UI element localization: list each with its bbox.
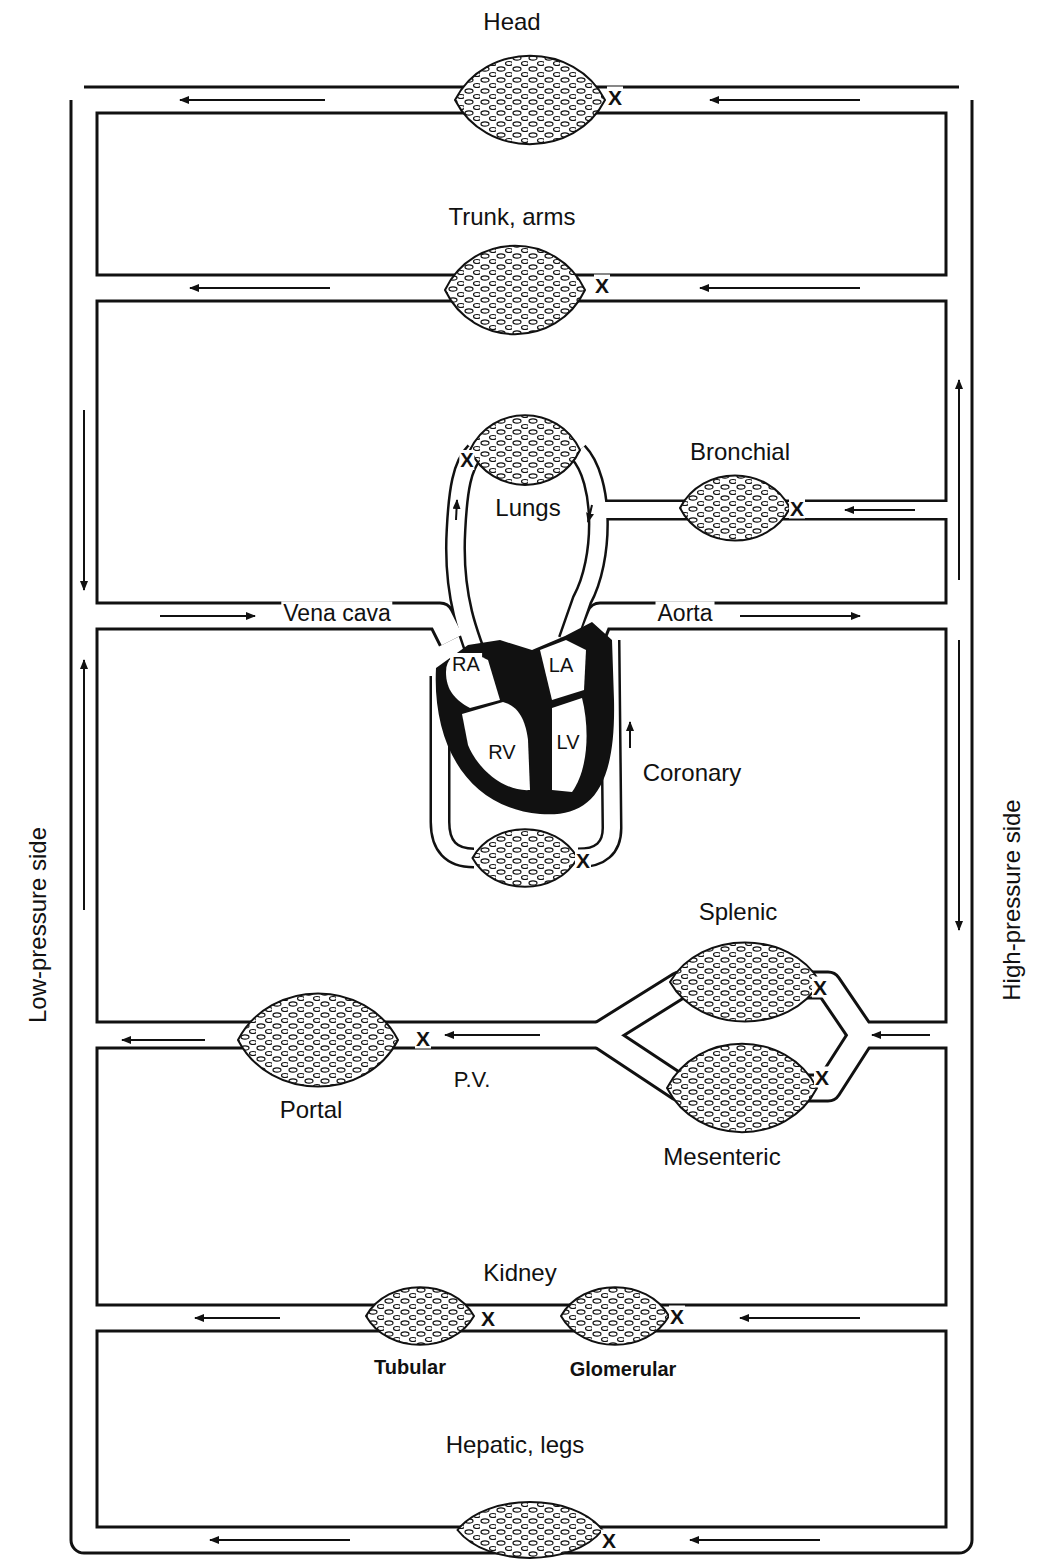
capillary-cells [238, 994, 398, 1087]
capillary-bed-outline [470, 415, 580, 485]
capillary-cells [458, 1502, 603, 1558]
flow-arrow [84, 100, 959, 1540]
capillary-cells [670, 942, 820, 1021]
side-label: High-pressure side [999, 797, 1025, 1002]
capillary-cells [366, 1287, 474, 1345]
vessel-lumen [568, 452, 598, 640]
vessel-lumen [84, 100, 959, 1540]
flow-arrow [122, 1039, 205, 1041]
capillary-bed-outline [455, 56, 605, 144]
resistance-mark: X [607, 87, 623, 108]
flow-arrow [690, 1539, 820, 1541]
flow-arrow [83, 660, 85, 910]
resistance-mark: X [594, 275, 610, 296]
chamber-label: RA [450, 653, 482, 675]
resistance-mark: X [459, 450, 474, 470]
vessel-lumen [592, 616, 959, 636]
flow-arrow [958, 380, 960, 580]
capillary-bed-outline [238, 994, 398, 1087]
capillary-cells [561, 1287, 669, 1345]
vessel-wall [592, 616, 959, 636]
capillary-bed-outline [561, 1287, 669, 1345]
chamber-label: LV [555, 731, 582, 753]
capillary-bed-outline [667, 1044, 817, 1132]
chamber-label: RV [486, 741, 517, 763]
organ-label: Tubular [372, 1356, 448, 1378]
organ-label: Glomerular [568, 1358, 679, 1380]
flow-arrow [740, 615, 860, 617]
flow-arrow [845, 509, 915, 511]
heart-symbol [436, 622, 614, 814]
capillary-bed-outline [680, 475, 790, 540]
flow-arrow [160, 615, 255, 617]
vessel-label: Aorta [656, 601, 715, 626]
capillary-cells [667, 1044, 817, 1132]
vessel-wall [84, 100, 959, 1540]
flow-arrow [180, 99, 325, 101]
vessel-wall [84, 616, 452, 640]
flow-arrow [872, 1034, 930, 1036]
organ-label: Hepatic, legs [444, 1432, 587, 1458]
vessel-label: Vena cava [281, 601, 392, 626]
resistance-mark: X [789, 498, 805, 519]
flow-arrow [588, 505, 592, 522]
resistance-mark: X [812, 977, 828, 998]
capillary-bed-outline [473, 829, 578, 887]
capillary-bed [238, 56, 820, 1558]
organ-label: Portal [278, 1097, 345, 1123]
vessel-label: P.V. [452, 1068, 493, 1092]
organ-label: Lungs [493, 495, 562, 521]
flow-arrow [456, 500, 457, 520]
resistance-mark: X [601, 1530, 617, 1551]
vessel-outline [84, 100, 959, 1540]
resistance-mark: X [669, 1306, 685, 1327]
capillary-cells [455, 56, 605, 144]
organ-label: Mesenteric [661, 1144, 782, 1170]
flow-arrow [210, 1539, 350, 1541]
capillary-cells [445, 246, 585, 334]
capillary-bed-outline [458, 1502, 603, 1558]
flow-arrow [740, 1317, 860, 1319]
chamber-label: LA [547, 654, 575, 676]
capillary-bed-outline [670, 942, 820, 1021]
flow-arrow [445, 1034, 540, 1036]
organ-label: Trunk, arms [446, 204, 577, 230]
vessel-wall [84, 1304, 959, 1333]
vessel-lumen [84, 100, 959, 1540]
vessel-lumen [84, 616, 452, 640]
capillary-bed-outline [445, 246, 585, 334]
organ-label: Kidney [481, 1260, 558, 1286]
resistance-mark: X [480, 1308, 496, 1329]
flow-arrow [710, 99, 860, 101]
organ-label: Coronary [641, 760, 744, 786]
capillary-cells [680, 475, 790, 540]
flow-arrow [190, 287, 330, 289]
organ-label: Head [481, 9, 542, 35]
resistance-mark: X [575, 850, 591, 871]
flow-arrow [83, 410, 85, 590]
flow-arrow [700, 287, 860, 289]
flow-arrow [195, 1317, 280, 1319]
capillary-cells [473, 829, 578, 887]
capillary-cells [470, 415, 580, 485]
resistance-mark: X [415, 1028, 431, 1049]
capillary-bed-outline [366, 1287, 474, 1345]
resistance-mark: X [814, 1067, 830, 1088]
flow-arrow [629, 722, 631, 748]
organ-label: Bronchial [688, 439, 792, 465]
side-label: Low-pressure side [25, 825, 51, 1025]
vessel-lumen [84, 1307, 959, 1330]
flow-arrow [958, 640, 960, 930]
organ-label: Splenic [697, 899, 780, 925]
